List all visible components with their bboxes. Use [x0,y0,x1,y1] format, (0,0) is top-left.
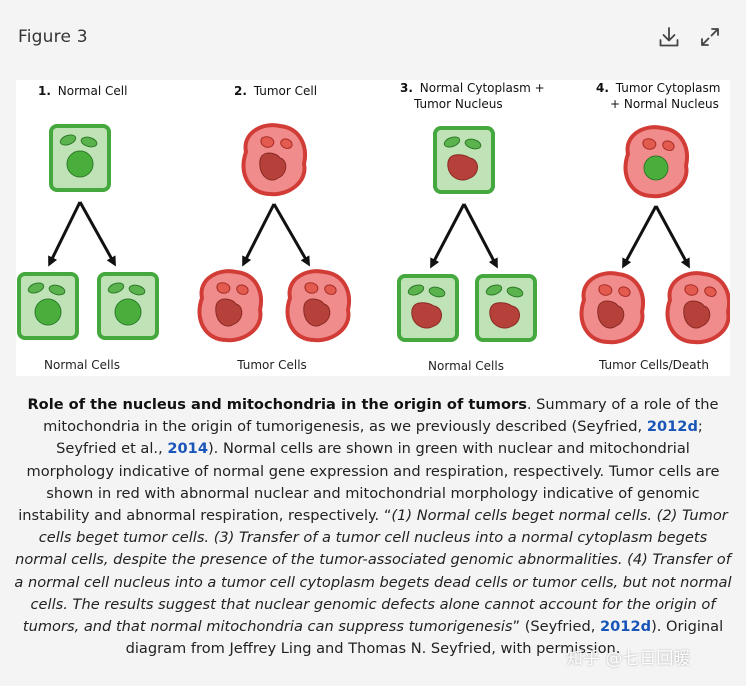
citation-link[interactable]: 2014 [167,440,208,458]
expand-button[interactable] [697,24,723,50]
expand-icon [701,28,719,46]
cell-diagram: 1. Normal Cell Normal Cells 2. Tumor Cel… [17,81,730,373]
daughter-normal-cell [97,272,159,340]
caption-text: ; Seyfried et al., [56,418,703,458]
panel-1-title: 1. Normal Cell [38,84,127,98]
panel-1-result: Normal Cells [44,358,120,372]
panel-4: 4. Tumor Cytoplasm + Normal Nucleus Tumo… [579,81,730,372]
panel-2-title: 2. Tumor Cell [234,84,317,98]
daughter-normal-cell [17,272,79,340]
citation-link[interactable]: 2012d [599,618,652,636]
figure-image[interactable]: 1. Normal Cell Normal Cells 2. Tumor Cel… [16,80,730,376]
download-button[interactable] [656,24,682,50]
parent-normal-cell [49,124,111,192]
parent-hybrid-cell [433,126,495,194]
figure-label: Figure 3 [18,27,88,47]
panel-3-result: Normal Cells [428,359,504,373]
parent-tumor-cell [241,123,307,197]
daughter-hybrid-cell [475,274,537,342]
daughter-tumor-cell [285,269,351,343]
caption-title: Role of the nucleus and mitochondria in … [27,396,527,413]
panel-4-title-line2: + Normal Nucleus [610,97,719,111]
panel-1: 1. Normal Cell Normal Cells [17,84,159,372]
caption-quote: (1) Normal cells beget normal cells. (2)… [14,507,732,636]
figure-caption: Role of the nucleus and mitochondria in … [14,394,732,660]
caption-text: ” (Seyfried, [512,618,600,636]
citation-link[interactable]: 2012d [646,418,698,436]
panel-3: 3. Normal Cytoplasm + Tumor Nucleus Norm… [397,81,545,373]
daughter-hybrid-cell [397,274,459,342]
watermark: 知乎 @七日回暖 [566,649,691,669]
panel-3-title: 3. Normal Cytoplasm + [400,81,545,95]
figure-header: Figure 3 [0,0,746,74]
download-icon [659,27,679,47]
caption-text: . Summary of a role of the mitochondria … [43,396,719,436]
caption-text: ). Normal cells are shown in green with … [18,440,720,525]
panel-4-title: 4. Tumor Cytoplasm [596,81,720,95]
panel-3-title-line2: Tumor Nucleus [413,97,503,111]
daughter-tumor-cell [197,269,263,343]
daughter-tumor-cell [665,271,730,345]
panel-2-result: Tumor Cells [236,358,307,372]
daughter-tumor-cell [579,271,645,345]
panel-2: 2. Tumor Cell Tumor Cells [197,84,351,372]
panel-4-result: Tumor Cells/Death [598,358,709,372]
parent-hybrid-cell [623,125,689,199]
caption-text: ). Original diagram from Jeffrey Ling an… [125,618,724,658]
